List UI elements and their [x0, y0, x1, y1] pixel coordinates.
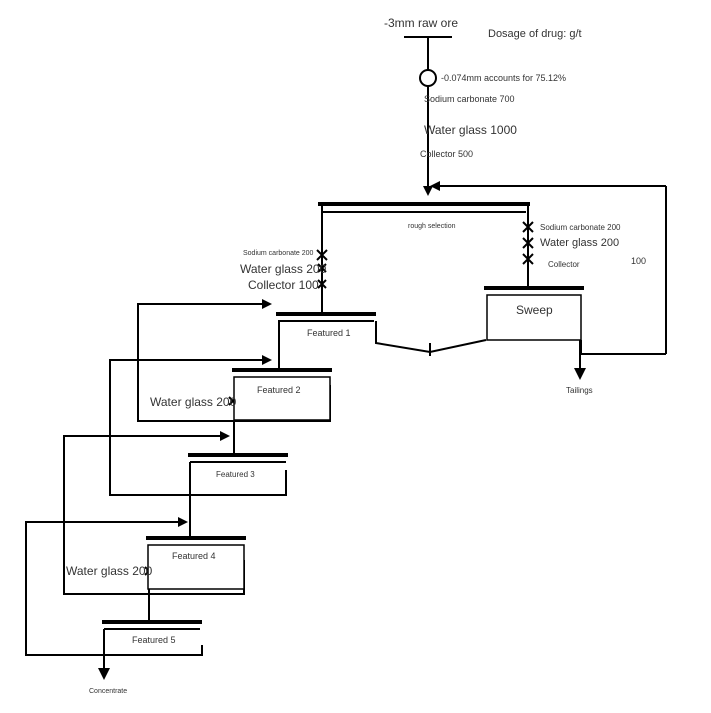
cleaner3-return-line [109, 359, 287, 496]
cleaner2-water-glass-label: Water glass 200 [150, 395, 237, 409]
cleaner1-sodium-mark-icon [316, 249, 328, 261]
feed-section [404, 36, 452, 196]
sweep-return-arrow-icon [430, 181, 440, 191]
cleaner5-return-arrow-icon [178, 517, 188, 527]
cleaner3-return-arrow-icon [262, 355, 272, 365]
cleaner4-cell [146, 536, 246, 590]
cleaner5-cell [102, 620, 202, 630]
cleaner4-label: Featured 4 [172, 551, 216, 561]
sweep-collector-amount: 100 [631, 256, 646, 266]
cleaner1-sodium-carbonate-label: Sodium carbonate 200 [243, 250, 314, 257]
rough-sodium-carbonate-label: Sodium carbonate 700 [424, 94, 515, 104]
rough-collector-label: Collector 500 [420, 149, 473, 159]
cleaner4-water-glass-label: Water glass 200 [66, 564, 153, 578]
sweep-box [486, 294, 582, 341]
rough-selection-label: rough selection [408, 223, 456, 230]
cleaner1-collector-label: Collector 100 [248, 278, 319, 292]
cleaner1-tailing-return-line [375, 321, 487, 354]
cleaner2-cell [232, 368, 332, 421]
sweep-water-glass-label: Water glass 200 [540, 237, 619, 249]
sweep-label: Sweep [516, 303, 553, 317]
cleaner2-return-arrow-icon [262, 299, 272, 309]
cleaner3-label: Featured 3 [216, 470, 255, 479]
rough-selection-cell [318, 202, 530, 213]
cleaner1-waterglass-mark-icon [317, 263, 327, 273]
grinding-mill-icon [419, 69, 437, 87]
grinding-fineness-label: -0.074mm accounts for 75.12% [441, 73, 566, 83]
sweep-collector-mark-icon [522, 253, 534, 265]
sweep-sodium-carbonate-label: Sodium carbonate 200 [540, 223, 621, 232]
cleaner1-water-glass-label: Water glass 200 [240, 262, 327, 276]
cleaner5-label: Featured 5 [132, 635, 176, 645]
concentrate-arrow-icon [98, 668, 110, 680]
cleaner1-label: Featured 1 [307, 328, 351, 338]
sweep-cell [484, 286, 584, 341]
cleaner4-box [147, 544, 245, 590]
sweep-collector-label: Collector [548, 260, 580, 269]
cleaner2-box [233, 376, 331, 421]
sweep-waterglass-mark-icon [522, 237, 534, 249]
cleaner5-return-line [25, 521, 203, 656]
cleaner1-cell [276, 312, 376, 322]
tailings-label: Tailings [566, 386, 593, 395]
cleaner3-cell [188, 453, 288, 463]
rough-water-glass-label: Water glass 1000 [424, 123, 517, 137]
feed-label: -3mm raw ore [384, 16, 458, 30]
cleaner1-collector-mark-icon [317, 279, 327, 289]
tailings-arrow-icon [574, 368, 586, 380]
sweep-sodium-mark-icon [522, 221, 534, 233]
cleaner4-return-arrow-icon [220, 431, 230, 441]
cleaner2-label: Featured 2 [257, 385, 301, 395]
dosage-note: Dosage of drug: g/t [488, 28, 582, 40]
feed-arrow-icon [423, 186, 433, 196]
concentrate-label: Concentrate [89, 688, 127, 695]
